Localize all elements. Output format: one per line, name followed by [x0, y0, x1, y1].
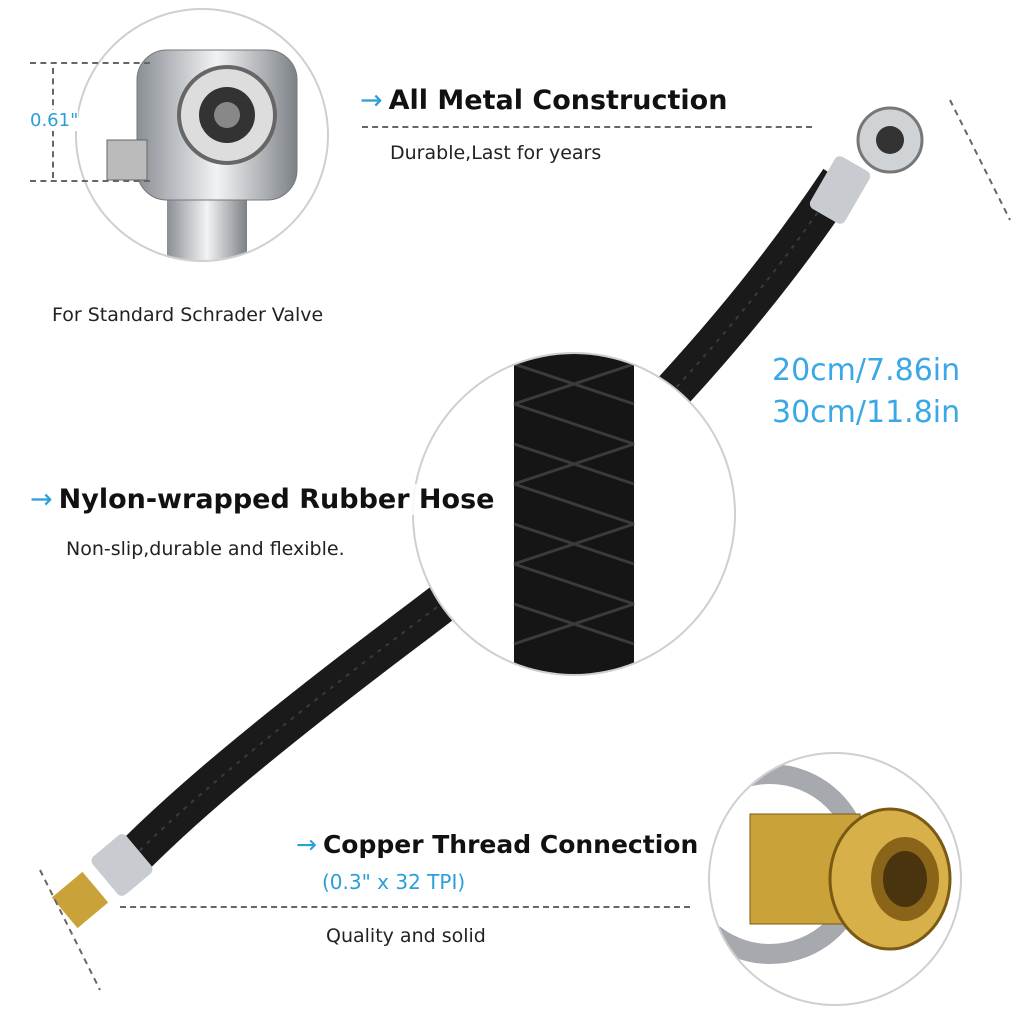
arrow-right-icon: →: [296, 830, 317, 859]
arrow-right-icon: →: [360, 85, 383, 116]
thread-subtitle: Quality and solid: [326, 925, 486, 947]
thread-divider: [120, 906, 690, 908]
dimension-top-line: [30, 62, 150, 64]
metal-subtitle: Durable,Last for years: [390, 142, 602, 164]
fitting-detail-circle: [708, 752, 962, 1006]
hose-subtitle: Non-slip,durable and flexible.: [66, 538, 345, 560]
arrow-right-icon: →: [30, 484, 53, 515]
thread-spec: (0.3" x 32 TPI): [322, 870, 466, 894]
metal-title-text: All Metal Construction: [388, 85, 728, 116]
dimension-bottom-line: [30, 180, 150, 182]
air-chuck-image: [106, 49, 298, 260]
hose-title: →Nylon-wrapped Rubber Hose: [30, 484, 495, 515]
hose-title-text: Nylon-wrapped Rubber Hose: [58, 484, 495, 515]
chuck-detail-circle: [75, 8, 329, 262]
length-30cm: 30cm/11.8in: [772, 395, 961, 430]
brass-fitting-image: [710, 764, 952, 964]
metal-divider: [362, 126, 812, 128]
braided-hose-image: [513, 354, 635, 674]
thread-title: →Copper Thread Connection: [296, 830, 698, 859]
metal-title: →All Metal Construction: [360, 85, 727, 116]
length-20cm: 20cm/7.86in: [772, 353, 961, 388]
chuck-dimension-label: 0.61": [30, 110, 79, 131]
schrader-label: For Standard Schrader Valve: [52, 304, 324, 326]
thread-title-text: Copper Thread Connection: [322, 830, 699, 859]
